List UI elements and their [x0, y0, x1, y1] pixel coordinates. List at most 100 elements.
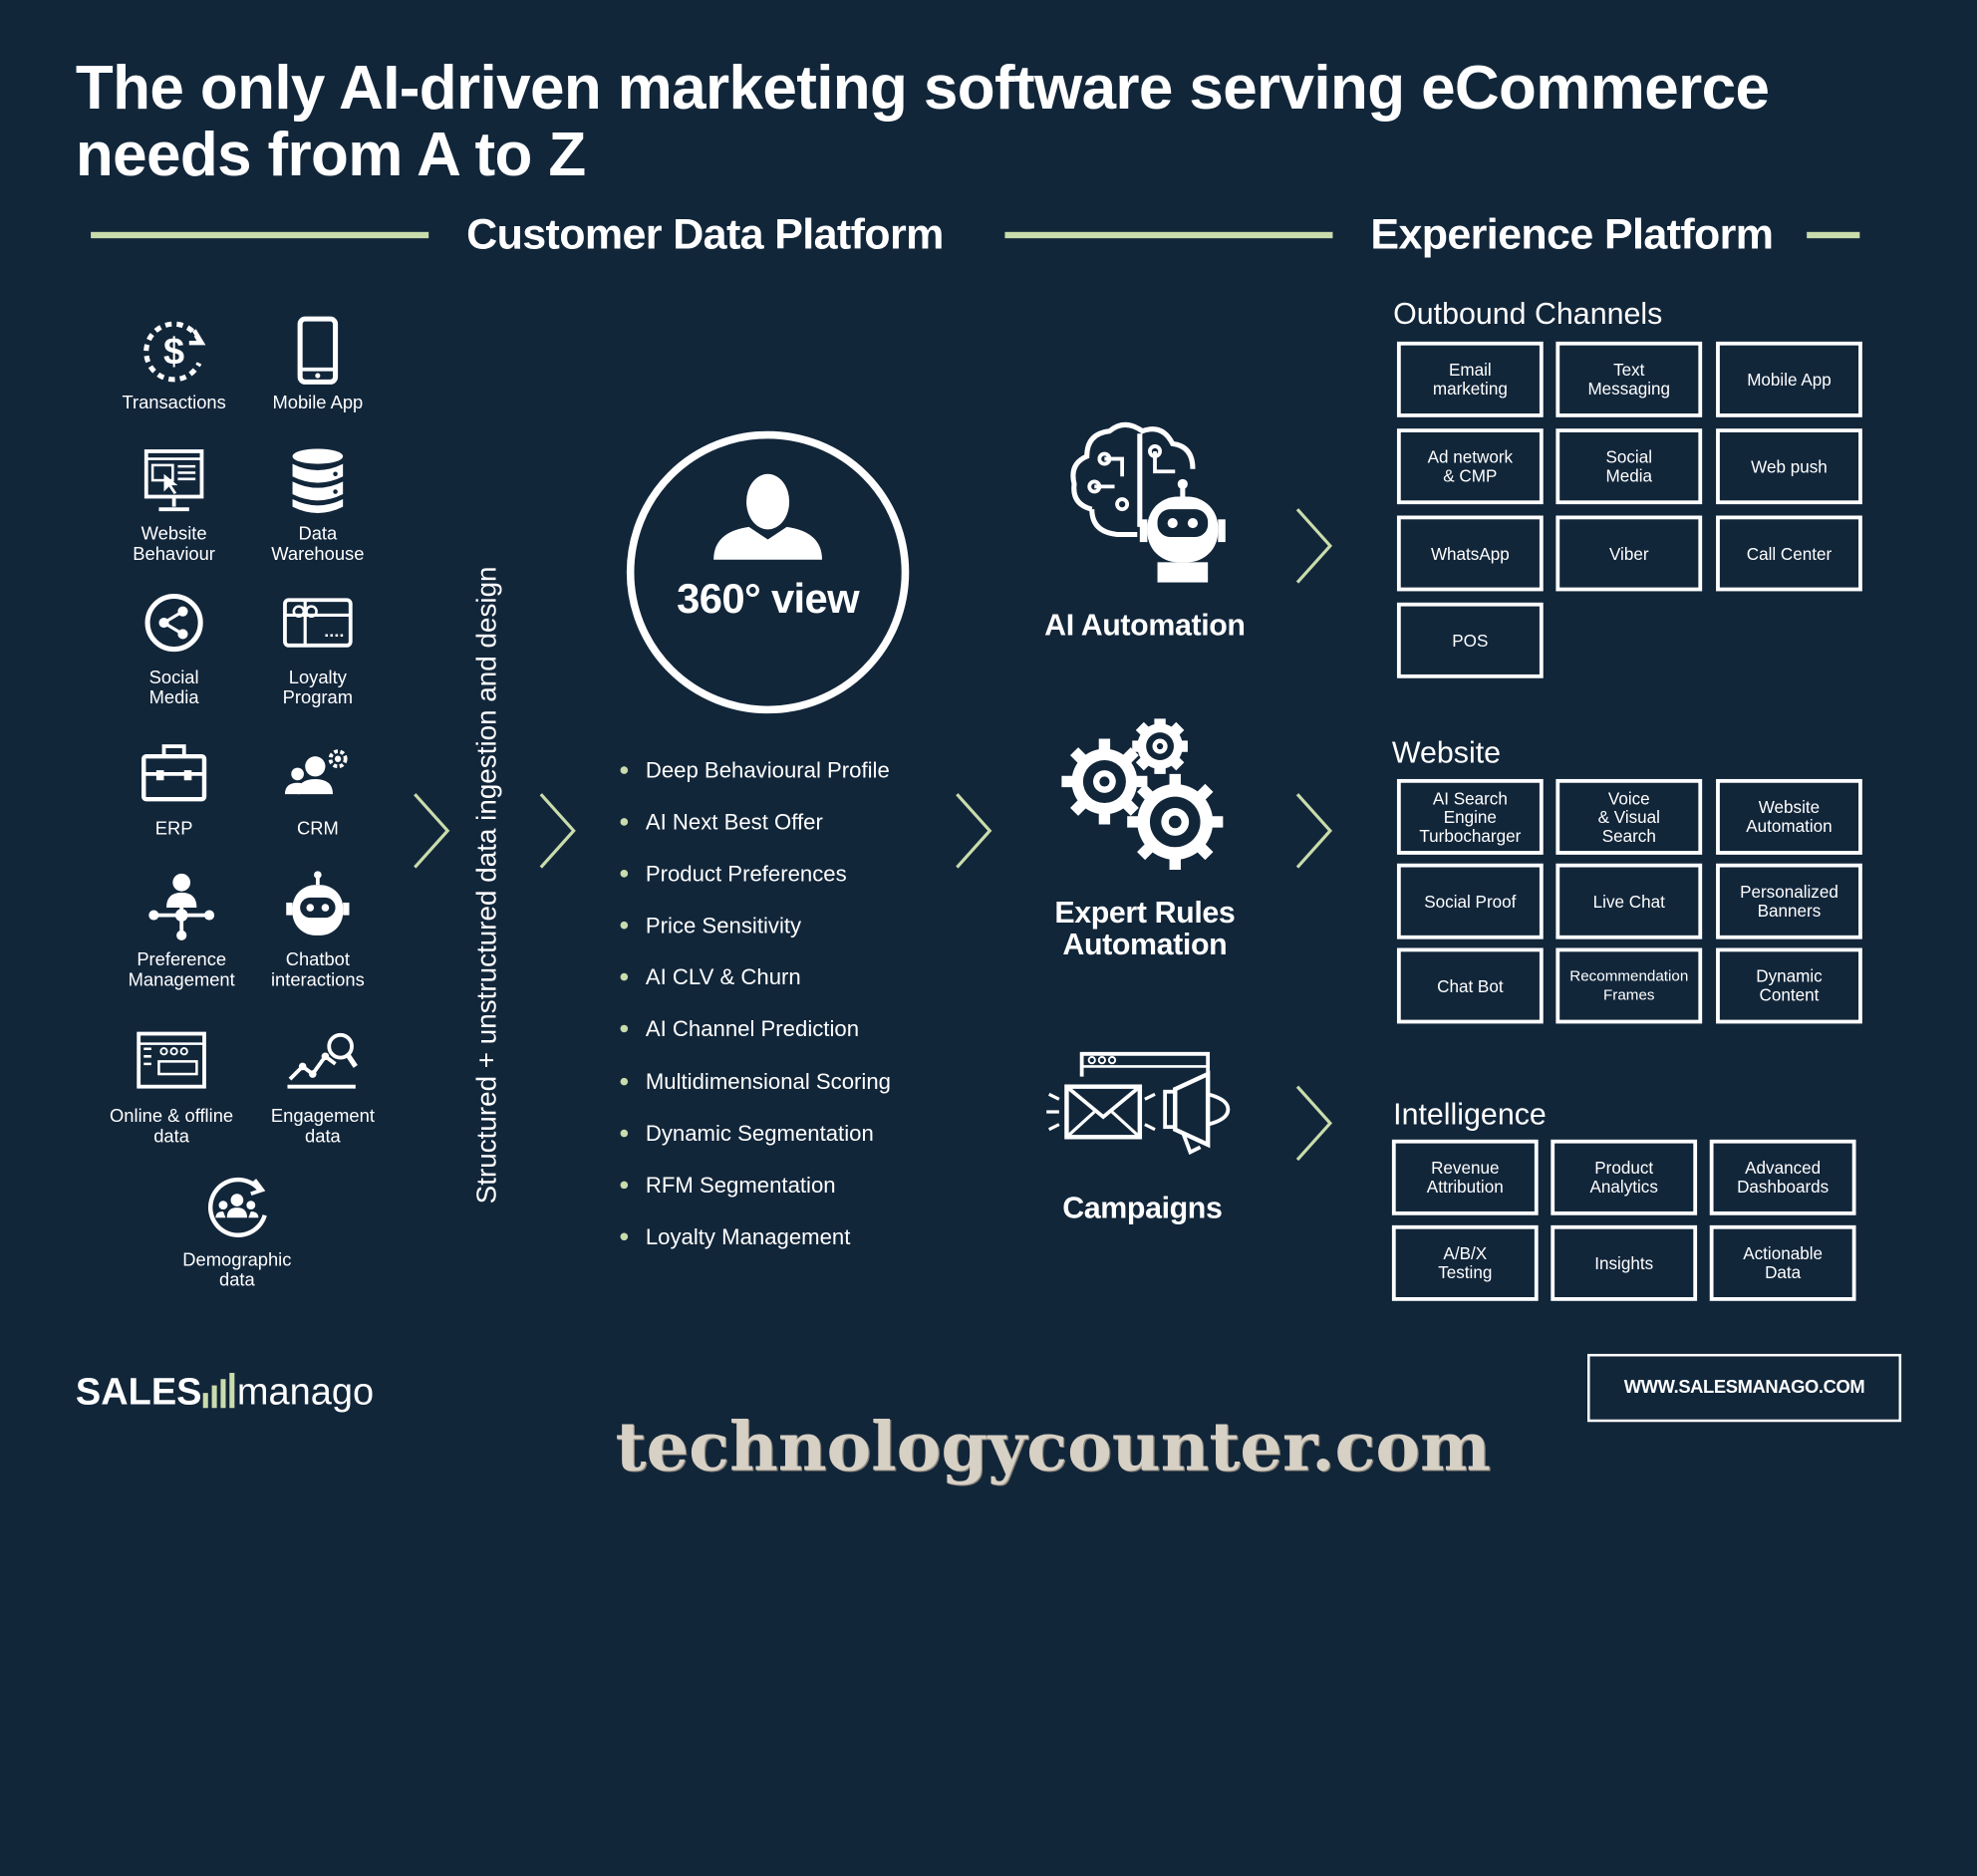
channel-label: Call Center: [1746, 543, 1833, 563]
email-megaphone-icon: [1046, 1051, 1231, 1156]
channel-label: Web push: [1751, 456, 1828, 476]
briefcase-icon: [141, 744, 207, 802]
website-label: Recommendation Frames: [1569, 966, 1689, 1004]
channel-email: Email marketing: [1396, 341, 1544, 417]
website-social-proof: Social Proof: [1396, 863, 1544, 939]
channel-label: POS: [1452, 631, 1489, 651]
person-network-icon: [148, 873, 215, 940]
source-label: CRM: [296, 819, 339, 840]
source-label: Mobile App: [272, 393, 364, 414]
intel-label: Revenue Attribution: [1426, 1158, 1504, 1197]
chevron-right-icon: [414, 793, 450, 869]
list-item: AI Channel Prediction: [618, 1015, 891, 1067]
intel-actionable-data: Actionable Data: [1709, 1224, 1856, 1301]
logo-text-right: manago: [236, 1371, 375, 1414]
ai-brain-robot-icon: [1070, 421, 1226, 583]
bars-icon: [202, 1372, 235, 1409]
users-gear-icon: [284, 749, 348, 795]
engine-label: AI Automation: [1044, 609, 1246, 644]
database-icon: [292, 448, 344, 513]
source-mobile-app: Mobile App: [242, 313, 394, 413]
channel-viber: Viber: [1555, 515, 1703, 592]
channel-text-messaging: Text Messaging: [1555, 341, 1703, 417]
intel-label: Insights: [1594, 1253, 1654, 1273]
gift-card-icon: [283, 598, 353, 648]
source-label: Engagement data: [270, 1106, 375, 1148]
website-voice-visual-search: Voice & Visual Search: [1555, 778, 1703, 855]
title-line-1: The only AI-driven marketing software se…: [75, 54, 1770, 123]
dollar-cycle-icon: $: [143, 321, 206, 383]
profile-features-list: Deep Behavioural Profile AI Next Best Of…: [618, 756, 891, 1274]
intel-insights: Insights: [1551, 1224, 1698, 1301]
intel-advanced-dashboards: Advanced Dashboards: [1709, 1139, 1856, 1215]
intel-label: A/B/X Testing: [1438, 1243, 1493, 1282]
view-label: 360° view: [677, 574, 859, 622]
people-cycle-icon: [207, 1177, 267, 1237]
chevron-right-icon: [956, 793, 992, 869]
channel-social-media: Social Media: [1555, 428, 1703, 505]
source-label: Data Warehouse: [271, 524, 365, 565]
channel-mobile-app: Mobile App: [1716, 341, 1862, 417]
website-live-chat: Live Chat: [1555, 863, 1703, 939]
channel-whatsapp: WhatsApp: [1396, 515, 1544, 592]
list-item: Price Sensitivity: [618, 912, 891, 963]
chevron-right-icon: [1295, 793, 1333, 869]
website-url-link[interactable]: WWW.SALESMANAGO.COM: [1587, 1353, 1902, 1423]
website-label: Dynamic Content: [1756, 966, 1823, 1005]
group-title-website: Website: [1391, 735, 1502, 771]
title-line-2: needs from A to Z: [75, 121, 586, 189]
source-social-media: Social Media: [99, 588, 250, 708]
source-label: Transactions: [122, 393, 226, 414]
list-item: Deep Behavioural Profile: [618, 756, 891, 808]
source-preference-management: Preference Management: [106, 870, 257, 991]
smartphone-icon: [297, 316, 339, 385]
page-title: The only AI-driven marketing software se…: [75, 54, 1891, 189]
source-data-warehouse: Data Warehouse: [242, 443, 394, 565]
section-title-xp: Experience Platform: [1370, 210, 1774, 259]
source-label: Social Media: [148, 668, 199, 709]
chevron-right-icon: [539, 793, 576, 869]
divider-middle: [1004, 231, 1333, 239]
source-demographic-data: Demographic data: [161, 1170, 313, 1291]
intel-label: Product Analytics: [1589, 1158, 1658, 1197]
intel-label: Actionable Data: [1743, 1243, 1824, 1282]
website-label: Personalized Banners: [1740, 882, 1838, 921]
website-label: Voice & Visual Search: [1597, 788, 1660, 846]
watermark: technologycounter.com: [615, 1408, 1492, 1486]
source-label: Demographic data: [182, 1250, 292, 1291]
share-icon: [144, 593, 203, 653]
channel-label: Viber: [1608, 543, 1649, 563]
list-item: Loyalty Management: [618, 1222, 891, 1274]
source-label: Online & offline data: [110, 1106, 234, 1148]
channel-label: WhatsApp: [1430, 543, 1510, 563]
source-label: ERP: [154, 819, 193, 840]
list-item: AI CLV & Churn: [618, 963, 891, 1015]
robot-icon: [286, 871, 350, 936]
group-title-intelligence: Intelligence: [1393, 1098, 1547, 1133]
website-label: Website Automation: [1746, 797, 1833, 836]
source-transactions: $ Transactions: [99, 313, 250, 413]
channel-label: Social Media: [1605, 447, 1653, 486]
ingestion-label: Structured + unstructured data ingestion…: [469, 566, 502, 1205]
website-ai-search: AI Search Engine Turbocharger: [1396, 778, 1544, 855]
source-engagement-data: Engagement data: [247, 1026, 399, 1147]
channel-web-push: Web push: [1716, 428, 1862, 505]
website-chat-bot: Chat Bot: [1396, 947, 1544, 1024]
user-silhouette-icon: [713, 473, 822, 560]
salesmanago-logo: SALES manago: [76, 1372, 374, 1415]
logo-text-left: SALES: [75, 1371, 202, 1414]
website-label: Live Chat: [1592, 892, 1665, 912]
channel-label: Text Messaging: [1587, 360, 1671, 399]
website-dynamic-content: Dynamic Content: [1716, 947, 1862, 1024]
profile-circle: [626, 430, 910, 714]
chevron-right-icon: [1295, 508, 1333, 584]
browser-window-icon: [137, 1031, 206, 1089]
section-title-cdp: Customer Data Platform: [466, 210, 944, 259]
website-label: Chat Bot: [1437, 975, 1504, 995]
channel-ad-network: Ad network & CMP: [1396, 428, 1544, 505]
source-label: Website Behaviour: [133, 524, 215, 565]
gears-icon: [1061, 718, 1224, 871]
source-label: Preference Management: [128, 950, 235, 991]
source-label: Loyalty Program: [282, 668, 354, 709]
channel-label: Mobile App: [1747, 370, 1832, 390]
